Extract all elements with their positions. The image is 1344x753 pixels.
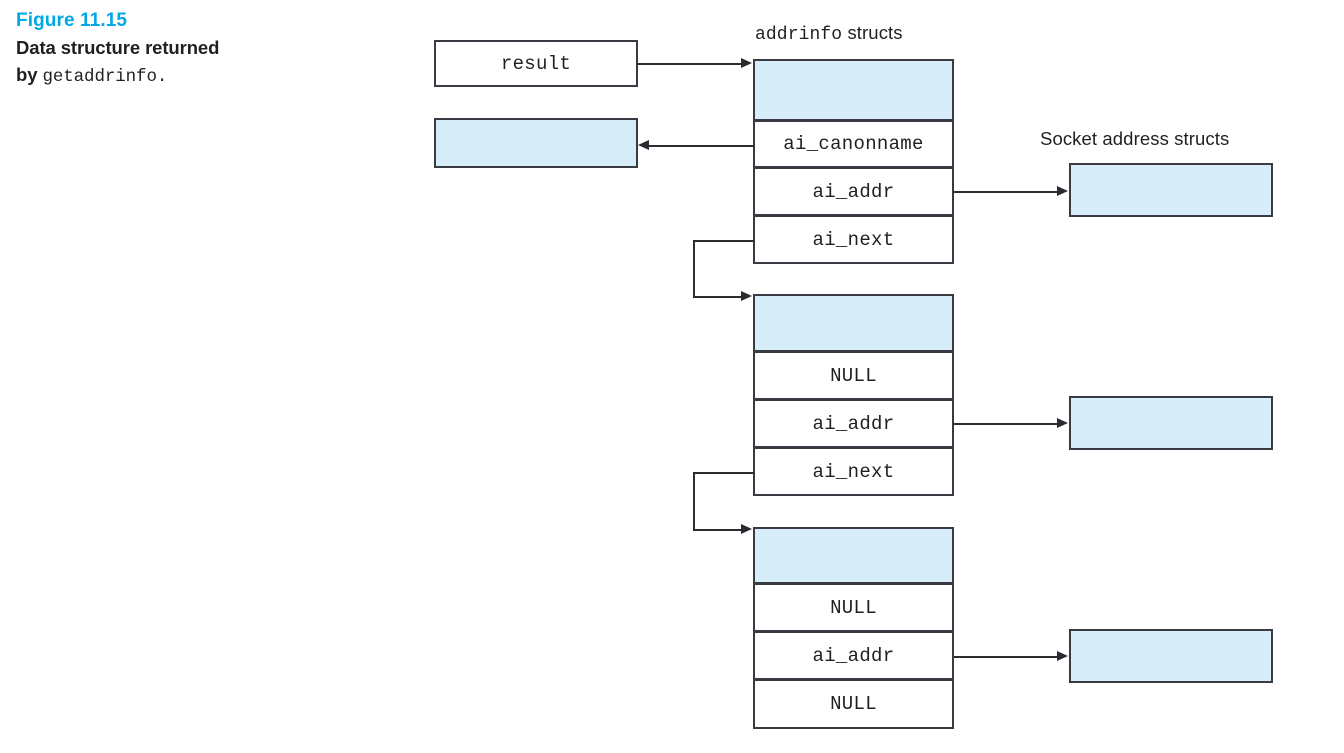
canonname-buffer [434, 118, 638, 168]
addrinfo-struct-1-header [753, 59, 954, 121]
addrinfo-struct-3-header [753, 527, 954, 584]
connector-struct1-addr-to-sockaddr1 [954, 191, 1058, 193]
addrinfo-struct-3-ai-next: NULL [753, 679, 954, 729]
connector-struct2-addr-to-sockaddr2 [954, 423, 1058, 425]
addrinfo-struct-1-ai-addr: ai_addr [753, 167, 954, 216]
socket-address-struct-1 [1069, 163, 1273, 217]
connector-struct2-next-seg-left [693, 472, 754, 474]
addrinfo-struct-3-ai-addr: ai_addr [753, 631, 954, 680]
addrinfo-structs-header: addrinfo structs [755, 22, 903, 45]
addrinfo-struct-2-ai-addr: ai_addr [753, 399, 954, 448]
addrinfo-struct-3-ai-canonname: NULL [753, 583, 954, 632]
connector-struct2-next-seg-down [693, 472, 695, 530]
socket-address-structs-header: Socket address structs [1040, 128, 1230, 149]
arrowhead-struct3-addr-to-sockaddr3 [1057, 651, 1068, 661]
result-pointer-box: result [434, 40, 638, 87]
arrowhead-struct1-next-to-struct2 [741, 291, 752, 301]
connector-struct2-next-seg-right [693, 529, 742, 531]
addrinfo-header-sans-text: structs [842, 22, 903, 43]
socket-address-struct-3 [1069, 629, 1273, 683]
figure-title-period: . [156, 67, 168, 87]
socket-address-struct-2 [1069, 396, 1273, 450]
connector-struct1-next-seg-left [693, 240, 754, 242]
connector-result-to-struct1 [638, 63, 742, 65]
addrinfo-struct-2-ai-canonname: NULL [753, 351, 954, 400]
connector-struct3-addr-to-sockaddr3 [954, 656, 1058, 658]
addrinfo-struct-1-ai-canonname: ai_canonname [753, 120, 954, 168]
addrinfo-struct-2-ai-next: ai_next [753, 447, 954, 496]
figure-title-function-name: getaddrinfo [42, 67, 157, 87]
addrinfo-struct-1-ai-next: ai_next [753, 215, 954, 264]
addrinfo-struct-2-header [753, 294, 954, 352]
connector-struct1-next-seg-down [693, 240, 695, 298]
arrowhead-struct2-next-to-struct3 [741, 524, 752, 534]
arrowhead-canonname-to-buffer [638, 140, 649, 150]
arrowhead-struct1-addr-to-sockaddr1 [1057, 186, 1068, 196]
addrinfo-header-mono-text: addrinfo [755, 25, 843, 45]
connector-canonname-to-buffer [649, 145, 754, 147]
figure-caption: Figure 11.15 Data structure returned by … [16, 8, 416, 91]
arrowhead-result-to-struct1 [741, 58, 752, 68]
figure-title-line1: Data structure returned [16, 37, 220, 58]
connector-struct1-next-seg-right [693, 296, 742, 298]
figure-number: Figure 11.15 [16, 10, 128, 31]
figure-title-prefix: by [16, 64, 43, 85]
figure-title-line2: by getaddrinfo. [16, 61, 416, 91]
arrowhead-struct2-addr-to-sockaddr2 [1057, 418, 1068, 428]
